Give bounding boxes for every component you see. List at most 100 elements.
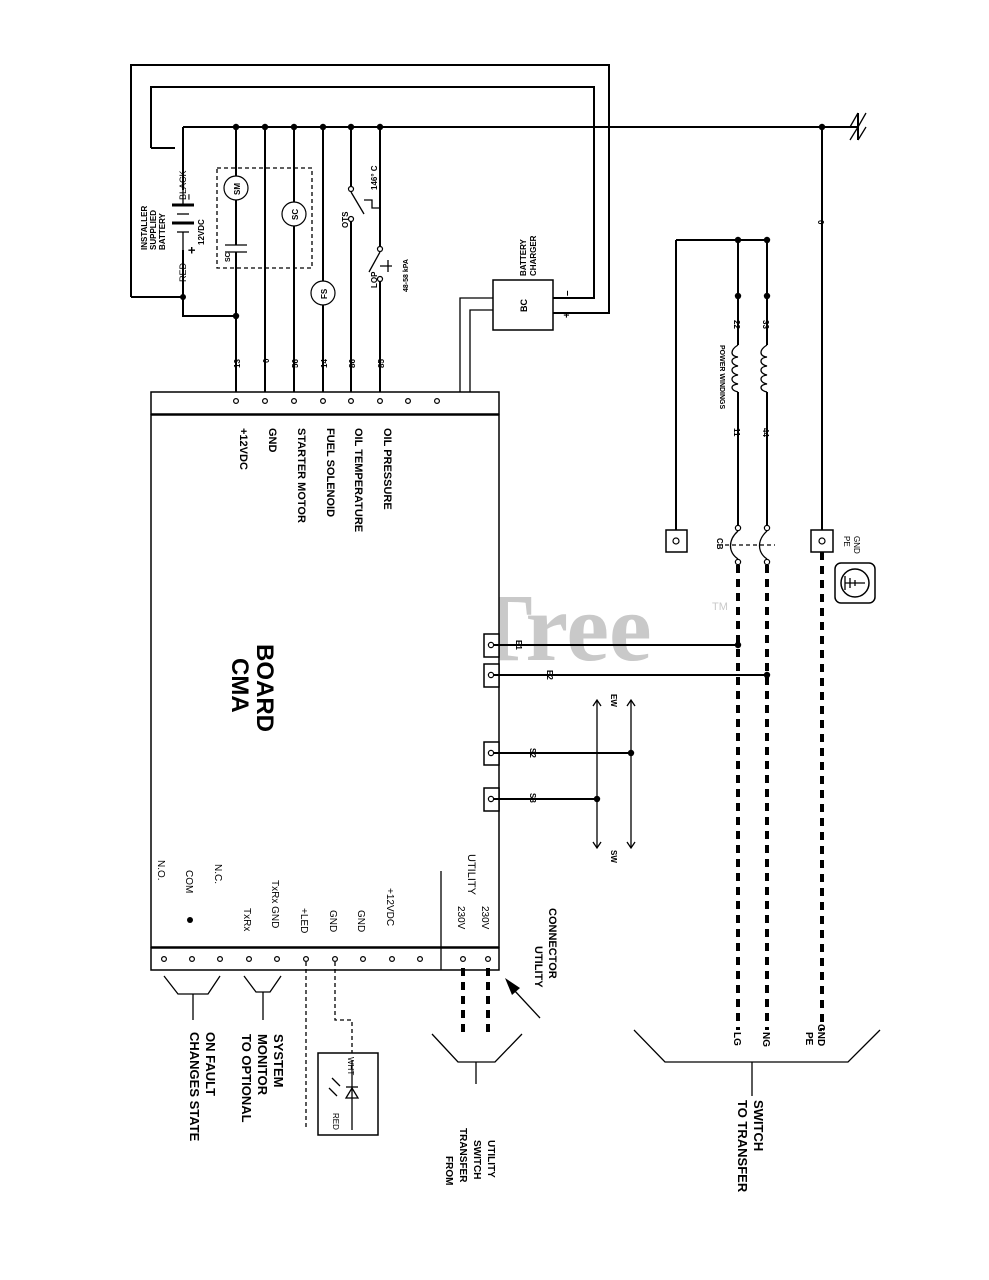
lg-label: LG [731, 1032, 742, 1046]
monitor-txrx: TxRx [241, 908, 252, 931]
battery-positive-loop [130, 64, 610, 314]
circuit-breaker-icon [725, 524, 775, 566]
sw-arrows [592, 841, 636, 850]
relay-group-line-2: ON FAULT [203, 1032, 218, 1096]
monitor-txrx-gnd: TxRx GND [269, 880, 280, 928]
battery-icon [172, 160, 194, 297]
to-switch-line-1: TO TRANSFER [735, 1100, 750, 1193]
utility-title: UTILITY [465, 854, 477, 896]
power-windings-title: POWER WINDINGS [718, 345, 725, 409]
relay-group-bracket [163, 975, 221, 995]
bc-title-2: CHARGER [529, 235, 538, 276]
winding-11-label: 11 [732, 428, 741, 437]
winding-coil-1-icon [731, 344, 739, 393]
ng-label: NG [760, 1032, 771, 1047]
bc-pos: + [562, 312, 573, 318]
utility-bracket [431, 1033, 523, 1063]
signal-fuel-solenoid: FUEL SOLENOID [324, 428, 336, 517]
battery-title-2: SUPPLIED [149, 210, 158, 250]
bc-title-1: BATTERY [519, 238, 528, 276]
signal-oil-temperature: OIL TEMPERATURE [352, 428, 364, 532]
transfer-switch-bracket [633, 1029, 881, 1063]
signal-starter-motor: STARTER MOTOR [295, 428, 307, 523]
lop-label: LOP [370, 271, 379, 288]
e2-label: E2 [545, 670, 554, 680]
from-switch-line-1: FROM [443, 1156, 454, 1185]
monitor-group-line-3: SYSTEM [271, 1034, 286, 1087]
signal-12vdc: +12VDC [237, 428, 249, 470]
sc-label: SC [291, 209, 300, 220]
battery-title-1: INSTALLER [140, 205, 149, 250]
from-switch-line-4: UTILITY [485, 1140, 496, 1178]
battery-neg-sign: – [183, 194, 195, 200]
monitor-gnd-1: GND [327, 910, 338, 932]
starter-contactor-box [216, 167, 313, 269]
from-switch-line-3: SWITCH [471, 1140, 482, 1179]
winding-33-label: 33 [761, 320, 770, 329]
monitor-led: +LED [298, 908, 309, 933]
wire-number-14: 14 [320, 359, 329, 368]
from-switch-line-2: TRANSFER [457, 1128, 468, 1183]
battery-pos-sign: + [184, 246, 199, 254]
battery-pos-label: RED [178, 262, 188, 282]
signal-oil-pressure: OIL PRESSURE [381, 428, 393, 510]
utility-connector-leader [513, 989, 541, 1019]
led-icon [328, 1060, 360, 1130]
relay-group-line-1: CHANGES STATE [187, 1032, 202, 1142]
bc-battery-leads [553, 297, 576, 314]
sc-contact-label: SC [225, 252, 232, 262]
ots-label: OTS [341, 211, 350, 228]
signal-gnd: GND [266, 428, 278, 453]
winding-coil-2-icon [760, 344, 768, 393]
pe-label: PE [842, 536, 851, 547]
board-title-1: CMA [226, 658, 253, 713]
s2-label: S2 [528, 748, 537, 758]
battery-charger-box [492, 279, 554, 331]
starter-motor-icon [223, 175, 249, 201]
ew-arrows [592, 698, 636, 707]
cma-board [150, 414, 500, 948]
chassis-ground-icon [840, 112, 867, 141]
ots-temp-label: 146° C [370, 165, 379, 190]
battery-to-12v [182, 297, 236, 317]
lop-pressure-label: 48-58 kPA [403, 259, 410, 292]
ew-label: EW [609, 694, 618, 707]
protective-earth-icon [834, 562, 876, 604]
output-terminals [161, 955, 492, 962]
led-wht-label: WHT [346, 1057, 355, 1075]
utility-connector-line-1: UTILITY [532, 946, 544, 988]
gnd-wire-label: GND [815, 1024, 826, 1046]
fuel-solenoid-icon [310, 280, 336, 306]
oil-temp-switch-icon [347, 185, 381, 223]
fs-label: FS [320, 288, 329, 299]
cb-label: CB [715, 538, 724, 550]
to-switch-line-2: SWITCH [751, 1100, 766, 1151]
sw-label: SW [609, 850, 618, 863]
bc-label: BC [519, 299, 529, 312]
relay-com: COM [183, 870, 194, 893]
monitor-group-bracket [243, 975, 282, 993]
starter-contactor-coil-icon [281, 201, 307, 227]
bc-neg: – [562, 290, 573, 296]
utility-230v-2: 230V [479, 906, 490, 930]
ground-wire-label: 0 [816, 220, 825, 225]
battery-title-3: BATTERY [158, 212, 167, 250]
wire-number-85: 85 [377, 359, 386, 368]
wire-number-86: 86 [348, 359, 357, 368]
gnd-label: GND [852, 536, 861, 554]
starter-contactor-contact [225, 244, 247, 253]
winding-22-label: 22 [732, 320, 741, 329]
s3-label: S3 [528, 793, 537, 803]
utility-connector-arrow-icon [505, 978, 520, 995]
relay-no: N.O. [155, 860, 166, 881]
sm-label: SM [233, 183, 242, 195]
output-terminal-strip [150, 947, 500, 971]
battery-voltage: 12VDC [197, 219, 206, 245]
wire-number-56: 56 [291, 359, 300, 368]
utility-connector-line-2: CONNECTOR [546, 908, 558, 979]
pe-wire-label: PE [803, 1032, 814, 1046]
winding-44-label: 44 [761, 428, 770, 437]
monitor-group-line-1: TO OPTIONAL [239, 1034, 254, 1123]
board-title-2: BOARD [251, 644, 278, 732]
